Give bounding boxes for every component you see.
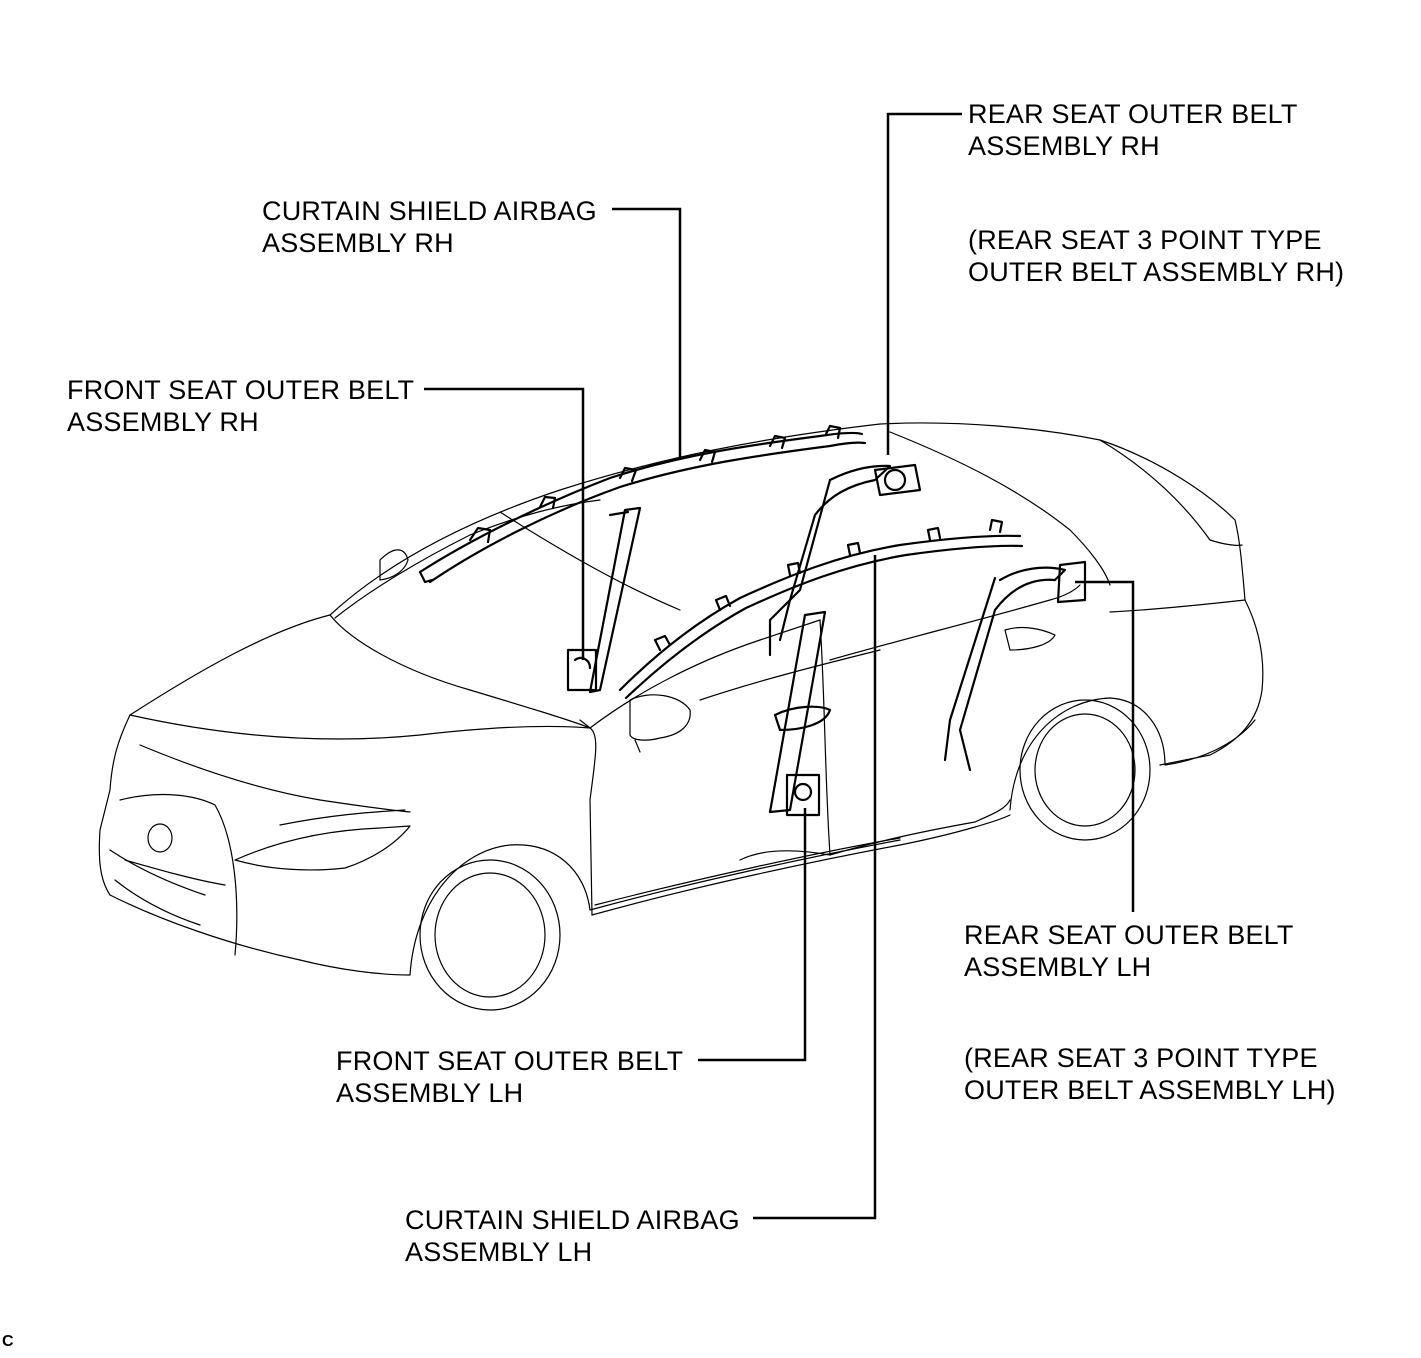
front-seat-outer-belt-rh-label: FRONT SEAT OUTER BELT ASSEMBLY RH xyxy=(67,375,415,437)
front-belt-rh-part xyxy=(566,506,642,694)
front-seat-outer-belt-lh-label: FRONT SEAT OUTER BELT ASSEMBLY LH xyxy=(336,1046,684,1108)
curtain-shield-airbag-lh-label: CURTAIN SHIELD AIRBAG ASSEMBLY LH xyxy=(405,1205,740,1267)
front-belt-lh-part xyxy=(768,610,832,817)
rear-seat-outer-belt-rh-label: REAR SEAT OUTER BELT ASSEMBLY RH xyxy=(968,99,1298,161)
rear-belt-rh-part xyxy=(768,463,922,657)
curtain-shield-airbag-rh-label: CURTAIN SHIELD AIRBAG ASSEMBLY RH xyxy=(262,196,597,258)
rear-belt-lh-part xyxy=(943,560,1087,772)
curtain-airbag-lh-part xyxy=(618,518,1024,700)
leader-lines xyxy=(424,112,1135,1220)
rear-seat-3point-lh-label: (REAR SEAT 3 POINT TYPE OUTER BELT ASSEM… xyxy=(964,1043,1336,1105)
figure-code: C xyxy=(2,1333,14,1350)
rear-seat-3point-rh-label: (REAR SEAT 3 POINT TYPE OUTER BELT ASSEM… xyxy=(968,225,1345,287)
car-body-outline xyxy=(98,422,1264,1011)
curtain-airbag-rh-part xyxy=(418,424,867,584)
rear-seat-outer-belt-lh-label: REAR SEAT OUTER BELT ASSEMBLY LH xyxy=(964,920,1294,982)
